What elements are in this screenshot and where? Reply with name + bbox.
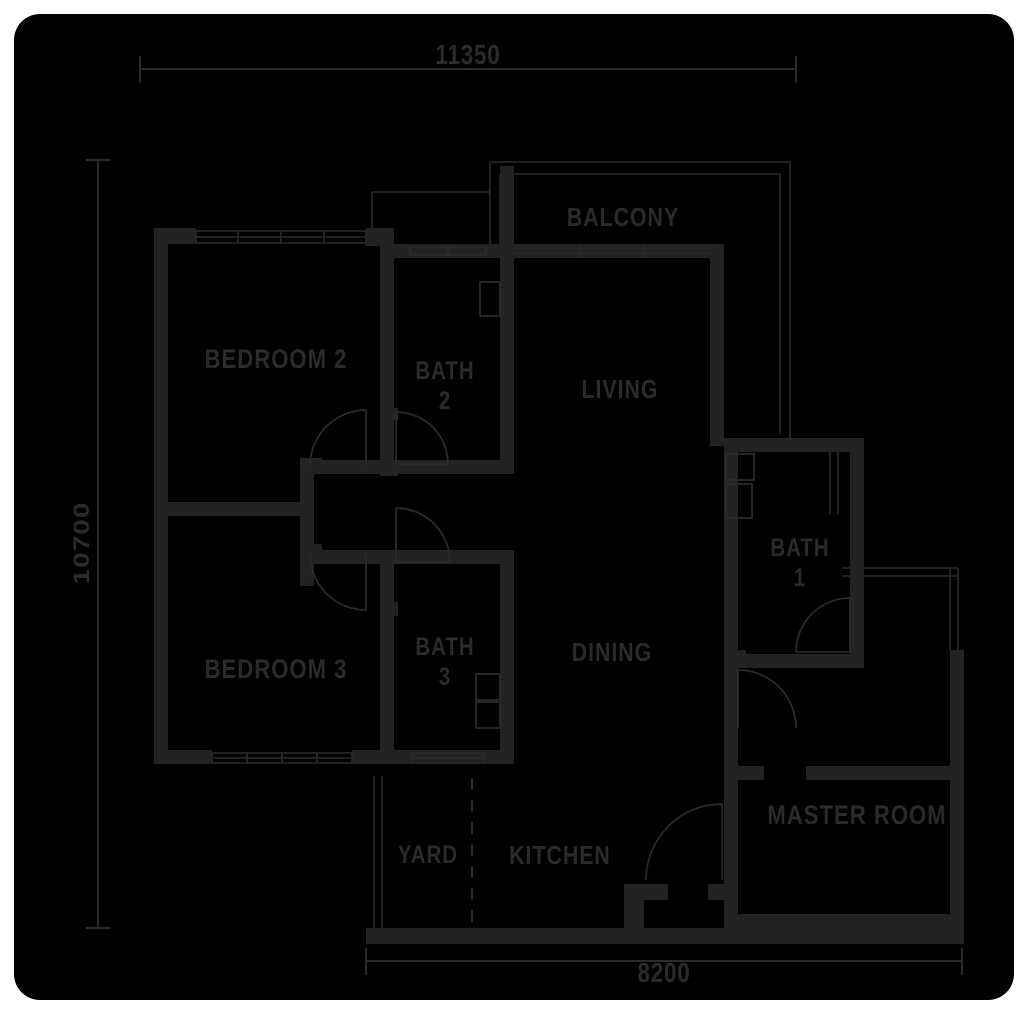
wall-master-bottom	[724, 914, 964, 928]
bedroom-3-bottom-sliding-window	[211, 752, 353, 764]
door-swings	[309, 409, 851, 881]
bath-1-line-2: 1	[793, 563, 807, 592]
jamb-bath3-top	[380, 550, 400, 564]
wall-between-bedrooms	[154, 502, 306, 516]
wall-living-top-left	[500, 166, 514, 258]
bath-1-vanity	[725, 453, 755, 481]
bath-2-line-1: BATH	[415, 357, 475, 385]
bath-3-door-swing	[395, 507, 451, 563]
jamb-bath2-door-top	[380, 408, 398, 420]
bedroom-3-door-swing	[309, 553, 367, 611]
wall-living-right-upper	[710, 244, 724, 390]
wall-bath3-right	[500, 550, 514, 764]
dimension-label-left: 10700	[69, 501, 94, 585]
windows	[195, 230, 710, 764]
dimension-label-bottom: 8200	[637, 957, 691, 988]
wall-bath1-top	[724, 438, 864, 452]
wall-living-right-lower	[710, 384, 724, 446]
wall-corridor-left-upper	[300, 466, 314, 516]
bedroom-2-top-sliding-window	[195, 230, 367, 244]
dimension-lines	[86, 56, 963, 975]
bath-1-door-swing	[795, 597, 851, 653]
jamb-corridor-upper	[300, 458, 322, 470]
dimension-label-top: 11350	[435, 39, 501, 70]
walls	[154, 166, 964, 944]
wall-living-top	[500, 244, 710, 258]
jamb-corridor-lower	[300, 544, 322, 558]
balcony-railing-outer	[490, 161, 791, 446]
wall-master-right	[950, 650, 964, 928]
wall-dining-right-lower	[724, 668, 738, 778]
bath-3-bottom-window	[411, 752, 485, 764]
wall-master-top-stub	[724, 766, 764, 780]
wall-bed3-bottom-stub-left	[154, 750, 212, 764]
wall-left-exterior	[154, 228, 168, 764]
wall-bed2-top-stub-left	[154, 228, 196, 244]
wall-master-left	[724, 766, 738, 928]
wall-master-top	[806, 766, 964, 780]
bath-3-line-1: BATH	[415, 633, 475, 661]
wall-bath2-right	[500, 244, 514, 474]
wall-kitchen-counter-top	[624, 884, 668, 900]
wall-kitchen-door-jamb	[708, 884, 738, 900]
wall-bath3-top	[394, 550, 514, 564]
bath-1-line-1: BATH	[770, 534, 830, 562]
room-label-balcony: BALCONY	[566, 202, 680, 232]
room-label-dining: DINING	[571, 637, 653, 667]
jamb-bath1-bottom	[724, 650, 746, 668]
wall-bath1-bottom	[724, 654, 864, 668]
room-label-bedroom-2: BEDROOM 2	[204, 344, 348, 374]
bath-1-wc	[725, 483, 753, 519]
balcony-railing-inner	[500, 173, 781, 434]
bath-2-top-window	[409, 246, 487, 256]
room-label-yard: YARD	[397, 841, 459, 869]
master-room-door-swing	[737, 669, 797, 729]
kitchen-door-swing	[645, 803, 723, 881]
balcony-living-window	[514, 244, 710, 258]
floor-plan-drawing	[86, 56, 964, 975]
wall-corridor-top	[314, 460, 514, 474]
fixtures	[475, 281, 755, 729]
bath-3-wc	[475, 673, 501, 701]
bath-3-line-2: 3	[438, 662, 452, 691]
bath-3-shower	[475, 701, 501, 729]
bath-2-door-swing	[395, 411, 449, 465]
bath-2-line-2: 2	[438, 386, 452, 415]
bedroom-2-door-swing	[309, 409, 367, 467]
room-label-master-room: MASTER ROOM	[767, 800, 947, 830]
jamb-bath3-bottom	[380, 602, 398, 616]
jamb-bath2-door-bottom	[380, 462, 398, 476]
room-label-living: LIVING	[581, 374, 659, 404]
room-label-kitchen: KITCHEN	[509, 840, 611, 870]
wall-dining-right	[724, 438, 738, 668]
wall-bath1-right	[850, 438, 864, 668]
wall-bottom-exterior	[366, 928, 964, 944]
room-label-bedroom-3: BEDROOM 3	[204, 654, 348, 684]
bath-2-wc	[479, 281, 501, 317]
wall-bath2-top	[394, 244, 514, 258]
